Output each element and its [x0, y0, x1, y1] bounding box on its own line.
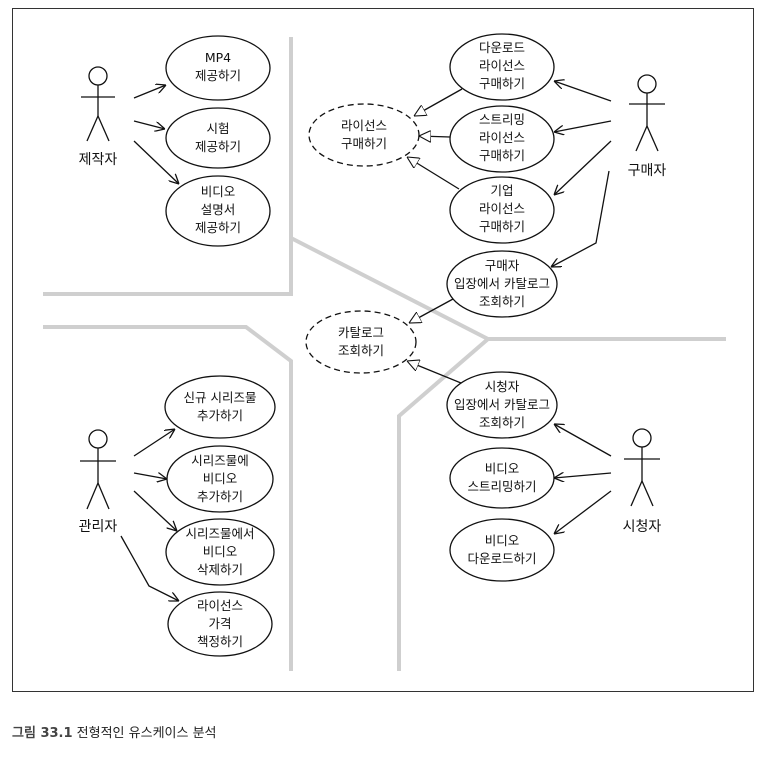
usecase-labels: MP4 제공하기 시험 제공하기 비디오 설명서 제공하기 다운로드 라이선스 …: [184, 40, 550, 649]
usecase-buyer-catalog-line2: 입장에서 카탈로그: [454, 276, 550, 291]
usecase-video-desc-line1: 비디오: [201, 184, 236, 199]
usecase-add-video-line3: 추가하기: [197, 489, 243, 504]
actor-buyer: [629, 74, 665, 152]
usecase-download-video: [449, 518, 555, 582]
figure-caption-text: 전형적인 유스케이스 분석: [76, 726, 217, 741]
usecase-delete-video: [165, 518, 275, 586]
usecase-video-desc-line3: 제공하기: [195, 220, 241, 235]
usecase-enterprise-license-line3: 구매하기: [479, 219, 525, 234]
usecase-catalog: [305, 310, 417, 374]
usecase-buy-license-line2: 구매하기: [341, 136, 387, 151]
usecase-streaming-license-line2: 라이선스: [479, 130, 525, 145]
usecase-enterprise-license-line2: 라이선스: [479, 201, 525, 216]
usecase-trial-line2: 제공하기: [195, 139, 241, 154]
usecase-download-video-line1: 비디오: [485, 533, 520, 548]
usecase-ellipses: [164, 33, 558, 657]
usecase-download-license: [449, 33, 555, 101]
usecase-buyer-catalog-line3: 조회하기: [479, 294, 525, 309]
boundary-lines: [43, 37, 726, 671]
usecase-buy-license: [308, 103, 420, 167]
usecase-stream-video-line2: 스트리밍하기: [467, 479, 536, 494]
usecase-add-series-line1: 신규 시리즈물: [184, 390, 257, 405]
usecase-video-desc: [165, 175, 271, 247]
usecase-download-license-line3: 구매하기: [479, 76, 525, 91]
usecase-mp4-line2: 제공하기: [195, 68, 241, 83]
usecase-buyer-catalog: [446, 250, 558, 318]
usecase-pricing-line2: 가격: [208, 616, 231, 631]
usecase-viewer-catalog-line3: 조회하기: [479, 415, 525, 430]
usecase-delete-video-line3: 삭제하기: [197, 562, 243, 577]
usecase-pricing: [167, 591, 273, 657]
usecase-viewer-catalog-line1: 시청자: [485, 379, 520, 394]
association-arrows: [120, 81, 612, 601]
usecase-download-license-line1: 다운로드: [479, 40, 525, 55]
generalization-arrows: [407, 88, 463, 384]
actor-producer: [81, 66, 115, 142]
usecase-delete-video-line1: 시리즈물에서: [185, 526, 254, 541]
actor-viewer-label: 시청자: [623, 519, 662, 535]
usecase-download-video-line2: 다운로드하기: [467, 551, 536, 566]
usecase-buyer-catalog-line1: 구매자: [485, 258, 520, 273]
usecase-viewer-catalog: [446, 371, 558, 439]
usecase-catalog-line1: 카탈로그: [338, 325, 384, 340]
figure-caption: 그림 33.1 전형적인 유스케이스 분석: [12, 722, 217, 741]
usecase-add-video-line2: 비디오: [203, 471, 238, 486]
use-case-diagram: 제작자 구매자 관리자 시청자: [43, 33, 726, 671]
actor-buyer-label: 구매자: [628, 163, 667, 179]
usecase-viewer-catalog-line2: 입장에서 카탈로그: [454, 397, 550, 412]
usecase-streaming-license-line1: 스트리밍: [479, 112, 525, 127]
usecase-enterprise-license: [449, 176, 555, 244]
usecase-add-series-line2: 추가하기: [197, 408, 243, 423]
usecase-pricing-line3: 책정하기: [197, 634, 243, 649]
usecase-trial-line1: 시험: [206, 121, 229, 136]
usecase-add-video-line1: 시리즈물에: [191, 453, 249, 468]
usecase-stream-video: [449, 447, 555, 509]
actor-admin-label: 관리자: [79, 519, 118, 535]
diagram-frame: 제작자 구매자 관리자 시청자: [12, 8, 754, 692]
usecase-delete-video-line2: 비디오: [203, 544, 238, 559]
actor-producer-label: 제작자: [79, 152, 118, 168]
usecase-video-desc-line2: 설명서: [201, 202, 236, 217]
usecase-streaming-license-line3: 구매하기: [479, 148, 525, 163]
usecase-download-license-line2: 라이선스: [479, 58, 525, 73]
usecase-stream-video-line1: 비디오: [485, 461, 520, 476]
usecase-mp4: [165, 35, 271, 101]
usecase-trial: [165, 107, 271, 169]
usecase-enterprise-license-line1: 기업: [490, 183, 513, 198]
usecase-streaming-license: [449, 105, 555, 173]
usecase-add-series: [164, 375, 276, 439]
usecase-mp4-line1: MP4: [205, 50, 231, 65]
figure-number: 그림 33.1: [12, 726, 73, 741]
actor-admin: [80, 429, 116, 510]
actor-viewer: [624, 428, 660, 507]
usecase-catalog-line2: 조회하기: [338, 343, 384, 358]
usecase-pricing-line1: 라이선스: [197, 598, 243, 613]
usecase-buy-license-line1: 라이선스: [341, 118, 387, 133]
